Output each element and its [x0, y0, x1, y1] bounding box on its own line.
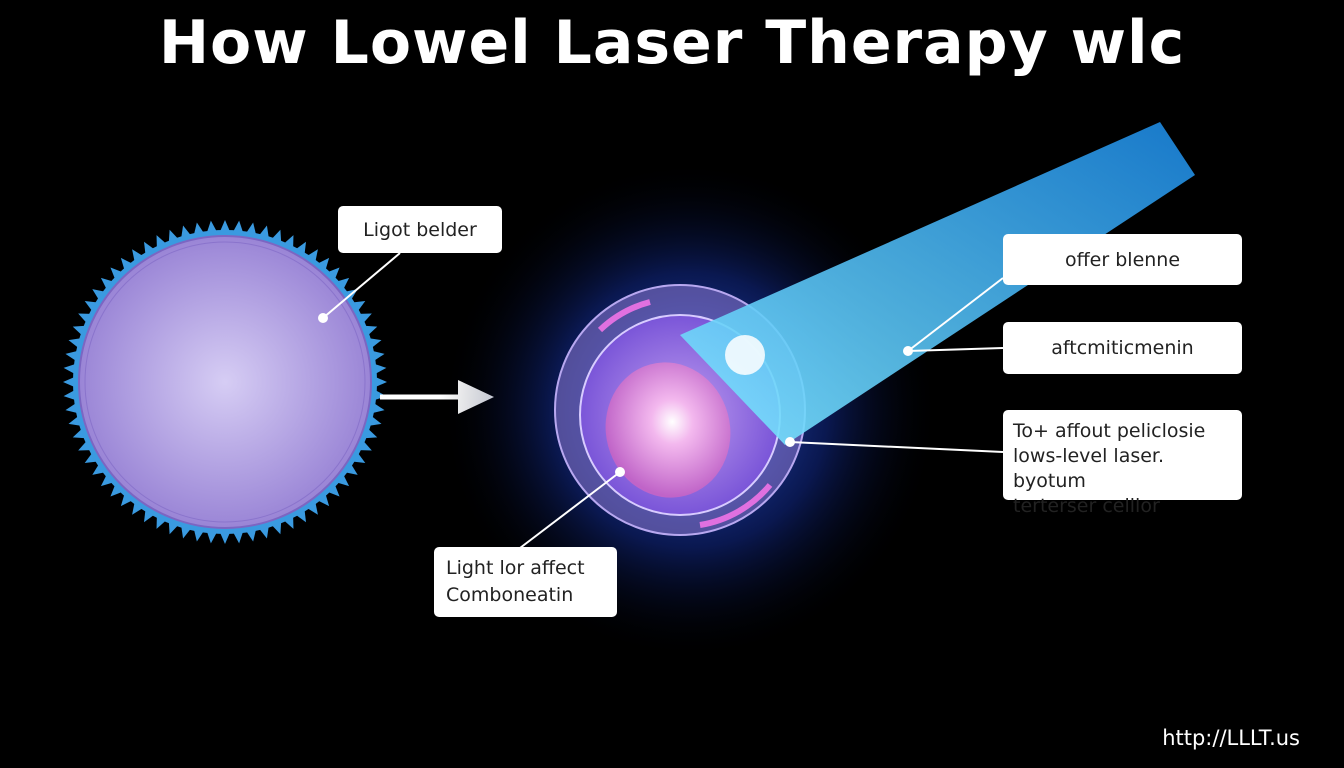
- label-nucleus-line: Comboneatin: [446, 584, 574, 606]
- label-beam-2-text: aftcmiticmenin: [1051, 337, 1194, 359]
- cell-spike: [132, 501, 144, 515]
- cell-spike: [206, 530, 218, 544]
- cell-spike: [336, 474, 350, 487]
- cell-spike: [232, 530, 244, 544]
- label-beam-1: offer blenne: [1003, 234, 1242, 285]
- cell-spike: [232, 220, 244, 234]
- cell-spike: [100, 277, 114, 290]
- cell-spike: [92, 463, 106, 475]
- description-line: lows-level laser. byotum: [1013, 445, 1165, 492]
- cell-spike: [219, 531, 231, 544]
- footer-url: http://LLLT.us: [1162, 726, 1300, 750]
- cell-spike: [373, 363, 387, 375]
- cell-spike: [100, 474, 114, 487]
- cell-spike: [120, 257, 133, 271]
- cell-spike: [317, 493, 330, 507]
- nucleus: [605, 362, 731, 498]
- cell-spike: [144, 241, 155, 255]
- leader-lines: [318, 252, 1004, 549]
- cell-spike: [63, 363, 77, 375]
- cell-spike: [295, 241, 306, 255]
- cell-spike: [132, 249, 144, 263]
- cell-spike: [317, 257, 330, 271]
- cell-spike: [219, 220, 231, 233]
- cell-spike: [84, 301, 98, 312]
- description-box: To+ affout peliclosie lows-level laser. …: [1003, 410, 1242, 517]
- cell-spike: [344, 463, 358, 475]
- label-nucleus-line: Light lor affect: [446, 557, 585, 579]
- cell-spike: [306, 249, 318, 263]
- cell-spike: [352, 452, 366, 463]
- cell-spike: [120, 493, 133, 507]
- cell-spike: [306, 501, 318, 515]
- beam-hotspot: [725, 335, 765, 375]
- label-cell-text: Ligot belder: [363, 218, 477, 241]
- cell-spike: [374, 376, 387, 388]
- cell-spike: [295, 509, 306, 523]
- cell-left: [63, 220, 387, 544]
- cell-spike: [63, 389, 77, 401]
- label-beam-1-text: offer blenne: [1064, 248, 1181, 271]
- cell-spike: [84, 452, 98, 463]
- label-beam-2: aftcmiticmenin: [1003, 322, 1242, 374]
- cell-spike: [352, 301, 366, 312]
- cell-spike: [327, 267, 340, 280]
- cell-spike: [327, 484, 340, 497]
- cell-spike: [144, 509, 155, 523]
- cell-spike: [92, 289, 106, 301]
- description-line: terterser celllor: [1013, 495, 1160, 517]
- cell-spike: [63, 376, 76, 388]
- cell-spike: [110, 267, 123, 280]
- laser-beam: [680, 122, 1195, 445]
- description-line: To+ affout peliclosie: [1013, 420, 1206, 442]
- label-cell: Ligot belder: [338, 206, 502, 253]
- diagram-title: How Lowel Laser Therapy wlc: [158, 8, 1186, 78]
- label-nucleus: Light lor affect Comboneatin: [434, 547, 617, 617]
- cell-spike: [206, 220, 218, 234]
- cell-spike: [110, 484, 123, 497]
- cell-spike: [336, 277, 350, 290]
